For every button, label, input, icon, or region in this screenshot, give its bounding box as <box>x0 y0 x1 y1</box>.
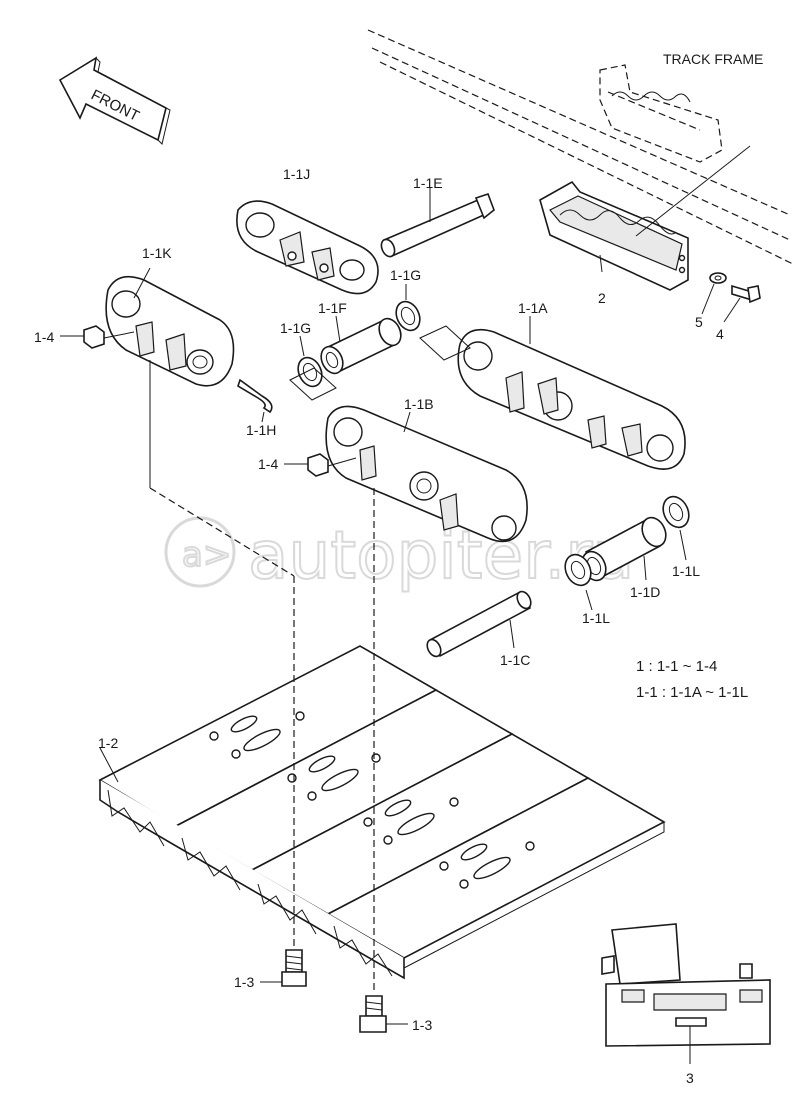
callout-4: 4 <box>716 326 724 342</box>
callout-1-2: 1-2 <box>98 735 118 751</box>
shoe-bolt-1-3-right <box>359 488 408 1033</box>
seal-1-1g-top <box>395 284 421 332</box>
watermark: a> autopiter.ru <box>164 516 635 595</box>
track-frame: TRACK FRAME <box>367 29 796 266</box>
bushing-1-1d <box>581 516 667 582</box>
callout-1-1j: 1-1J <box>283 166 310 182</box>
seal-1-1l-left <box>564 553 593 611</box>
svg-text:a>: a> <box>182 535 231 575</box>
link-1-1j <box>236 200 379 295</box>
callout-3: 3 <box>686 1070 694 1086</box>
callout-1-1c: 1-1C <box>500 652 530 668</box>
clip-1-1h <box>237 378 273 423</box>
nut-1-4-mid <box>284 453 357 477</box>
link-1-1a <box>419 316 686 470</box>
assembly-legend: 1 : 1-1 ~ 1-4 1-1 : 1-1A ~ 1-1L <box>636 658 748 701</box>
callouts: 1-1J 1-1E 1-1K 1-1G 1-1F 1-1G 1-1A 1-4 1… <box>34 166 724 1086</box>
legend-line-2: 1-1 : 1-1A ~ 1-1L <box>636 684 748 701</box>
callout-1-1g-left: 1-1G <box>280 320 311 336</box>
link-1-1k <box>105 267 235 488</box>
callout-1-1l-left: 1-1L <box>582 610 610 626</box>
callout-1-1k: 1-1K <box>142 245 172 261</box>
callout-1-1b: 1-1B <box>404 396 434 412</box>
guard-washer <box>701 272 727 315</box>
callout-2: 2 <box>598 290 606 306</box>
legend-line-1: 1 : 1-1 ~ 1-4 <box>636 658 717 675</box>
track-shoe-1-2 <box>98 645 666 980</box>
callout-1-1a: 1-1A <box>518 300 548 316</box>
guard-bolt <box>723 284 761 323</box>
inset-detail-3 <box>601 923 771 1064</box>
pin-1-1c <box>426 590 532 658</box>
front-arrow: FRONT <box>58 56 171 145</box>
bushing-1-1f <box>320 315 402 375</box>
track-frame-label: TRACK FRAME <box>663 51 763 67</box>
callout-1-4-top: 1-4 <box>34 329 54 345</box>
track-guard <box>539 145 751 291</box>
callout-5: 5 <box>695 314 703 330</box>
callout-1-4-mid: 1-4 <box>258 456 278 472</box>
seal-1-1l-right <box>662 495 690 561</box>
nut-1-4-top <box>60 325 135 349</box>
seal-1-1g-left <box>297 335 323 388</box>
link-1-1b <box>289 367 528 543</box>
callout-1-3-left: 1-3 <box>234 974 254 990</box>
callout-1-1l-right: 1-1L <box>672 563 700 579</box>
callout-1-1g-top: 1-1G <box>390 267 421 283</box>
callout-1-1h: 1-1H <box>246 422 276 438</box>
pin-1-1e <box>380 188 495 258</box>
callout-1-1d: 1-1D <box>630 584 660 600</box>
shoe-bolt-1-3-left <box>149 487 307 987</box>
callout-1-1f: 1-1F <box>318 300 347 316</box>
callout-1-3-right: 1-3 <box>412 1017 432 1033</box>
callout-1-1e: 1-1E <box>413 175 443 191</box>
